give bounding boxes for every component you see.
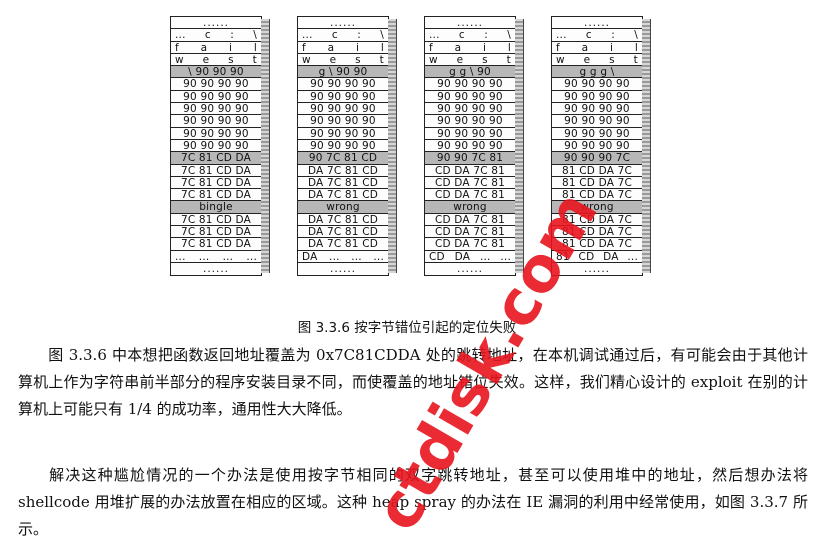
paragraph-2: 解决这种尴尬情况的一个办法是使用按字节相同的双字跳转地址，甚至可以使用堆中的地址… — [18, 462, 808, 543]
stack-cell: 81 CD DA ... — [552, 251, 642, 263]
stack-cell: DA 7C 81 CD — [298, 238, 388, 251]
stack-cell: 90 90 90 90 — [425, 128, 515, 140]
stack-cell: g \ 90 90 — [298, 66, 388, 79]
stack-cell: w e s t — [425, 54, 515, 67]
stack-cell: 90 7C 81 CD — [298, 152, 388, 165]
stack-cell: 81 CD DA 7C — [552, 165, 642, 177]
stack-cell: g g g \ — [552, 66, 642, 79]
stack-cell: 81 CD DA 7C — [552, 214, 642, 227]
figure-caption: 图 3.3.6 按字节错位引起的定位失败 — [297, 320, 517, 336]
stack-cell: DA 7C 81 CD — [298, 177, 388, 190]
stack-cell: 81 CD DA 7C — [552, 189, 642, 202]
stack-cell: ... c : \ — [425, 29, 515, 42]
stack-cell: 90 90 90 90 — [552, 91, 642, 104]
paragraph-2-text: 解决这种尴尬情况的一个办法是使用按字节相同的双字跳转地址，甚至可以使用堆中的地址… — [18, 466, 808, 538]
stack-cell: ...... — [425, 17, 515, 30]
stack-cell: CD DA 7C 81 — [425, 238, 515, 251]
stack-cell: CD DA 7C 81 — [425, 189, 515, 202]
stack-cell: ... ... ... ... — [171, 251, 261, 263]
stack-cell: ...... — [202, 262, 230, 275]
stack-cell: ...... — [298, 17, 388, 30]
stack-cell: 90 90 90 90 — [425, 115, 515, 128]
stack-cell: DA 7C 81 CD — [298, 214, 388, 227]
stack-cell: 90 90 90 90 — [552, 128, 642, 140]
stack-cell: ...... — [329, 262, 357, 275]
stack-cell: ... c : \ — [171, 29, 261, 42]
stack-cell: 90 90 90 90 — [298, 91, 388, 104]
stack-cell: wrong — [552, 201, 642, 214]
stack-cell: 81 CD DA 7C — [552, 226, 642, 239]
stack-cell: ...... — [456, 262, 484, 275]
stack-cell: CD DA 7C 81 — [425, 226, 515, 239]
stack-cell: CD DA 7C 81 — [425, 177, 515, 190]
stack-cell: 7C 81 CD DA — [171, 226, 261, 239]
stack-cell: wrong — [425, 201, 515, 214]
stack-cell: 90 90 90 90 — [171, 128, 261, 140]
stack-cell: 7C 81 CD DA — [171, 214, 261, 227]
stack-cell: 90 90 90 90 — [171, 115, 261, 128]
stack-cell: 90 90 90 90 — [171, 91, 261, 104]
stack-cell: 90 90 90 90 — [171, 103, 261, 116]
stack-side-shading — [261, 19, 270, 274]
stack-cell: wrong — [298, 201, 388, 214]
paragraph-1: 图 3.3.6 中本想把函数返回地址覆盖为 0x7C81CDDA 处的跳转地址，… — [18, 342, 808, 423]
stack-cell: w e s t — [552, 54, 642, 67]
stack-cell: 90 90 90 90 — [425, 103, 515, 116]
stack-cell: f a i l — [425, 42, 515, 54]
stack-cell: 90 90 90 90 — [298, 103, 388, 116]
stack-cell: 7C 81 CD DA — [171, 152, 261, 165]
stack-cell: DA 7C 81 CD — [298, 189, 388, 202]
stack-cell: 90 90 90 90 — [425, 91, 515, 104]
stack-cell: 7C 81 CD DA — [171, 177, 261, 190]
stack-side-shading — [515, 19, 524, 274]
stack-cell: \ 90 90 90 — [171, 66, 261, 79]
stack-cell: CD DA 7C 81 — [425, 214, 515, 227]
stack-cell: 81 CD DA 7C — [552, 177, 642, 190]
stack-side-shading — [642, 19, 651, 274]
stack-cell: w e s t — [171, 54, 261, 67]
stack-cell: f a i l — [298, 42, 388, 54]
stack-cell: f a i l — [552, 42, 642, 54]
stack-cell: ...... — [171, 17, 261, 30]
stack-cell: 90 90 90 90 — [552, 140, 642, 153]
stack-cell: 7C 81 CD DA — [171, 165, 261, 177]
stack-cell: 90 90 7C 81 — [425, 152, 515, 165]
stack-cell: 90 90 90 90 — [552, 115, 642, 128]
stack-cell: 90 90 90 90 — [552, 78, 642, 91]
stack-cell: ...... — [552, 17, 642, 30]
stack-cell: w e s t — [298, 54, 388, 67]
stack-cell: DA 7C 81 CD — [298, 165, 388, 177]
stack-side-shading — [388, 19, 397, 274]
stack-cell: DA ... ... ... — [298, 251, 388, 263]
stack-cell: 90 90 90 90 — [298, 78, 388, 91]
stack-cell: ... c : \ — [552, 29, 642, 42]
stack-cell: ...... — [583, 262, 611, 275]
stack-cell: 90 90 90 90 — [298, 115, 388, 128]
paragraph-1-text: 图 3.3.6 中本想把函数返回地址覆盖为 0x7C81CDDA 处的跳转地址，… — [18, 346, 808, 418]
stack-cell: 90 90 90 90 — [425, 140, 515, 153]
stack-cell: 90 90 90 90 — [171, 78, 261, 91]
stack-cell: 90 90 90 90 — [298, 140, 388, 153]
stack-cell: 81 CD DA 7C — [552, 238, 642, 251]
stack-cell: DA 7C 81 CD — [298, 226, 388, 239]
stack-cell: CD DA 7C 81 — [425, 165, 515, 177]
stack-cell: 7C 81 CD DA — [171, 189, 261, 202]
stack-cell: 7C 81 CD DA — [171, 238, 261, 251]
stack-cell: 90 90 90 90 — [298, 128, 388, 140]
stack-cell: bingle — [171, 201, 261, 214]
stack-cell: 90 90 90 90 — [552, 103, 642, 116]
stack-cell: f a i l — [171, 42, 261, 54]
stack-cell: 90 90 90 7C — [552, 152, 642, 165]
stack-cell: 90 90 90 90 — [425, 78, 515, 91]
stack-cell: g g \ 90 — [425, 66, 515, 79]
stack-cell: ... c : \ — [298, 29, 388, 42]
stack-cell: 90 90 90 90 — [171, 140, 261, 153]
stack-cell: CD DA ... ... — [425, 251, 515, 263]
